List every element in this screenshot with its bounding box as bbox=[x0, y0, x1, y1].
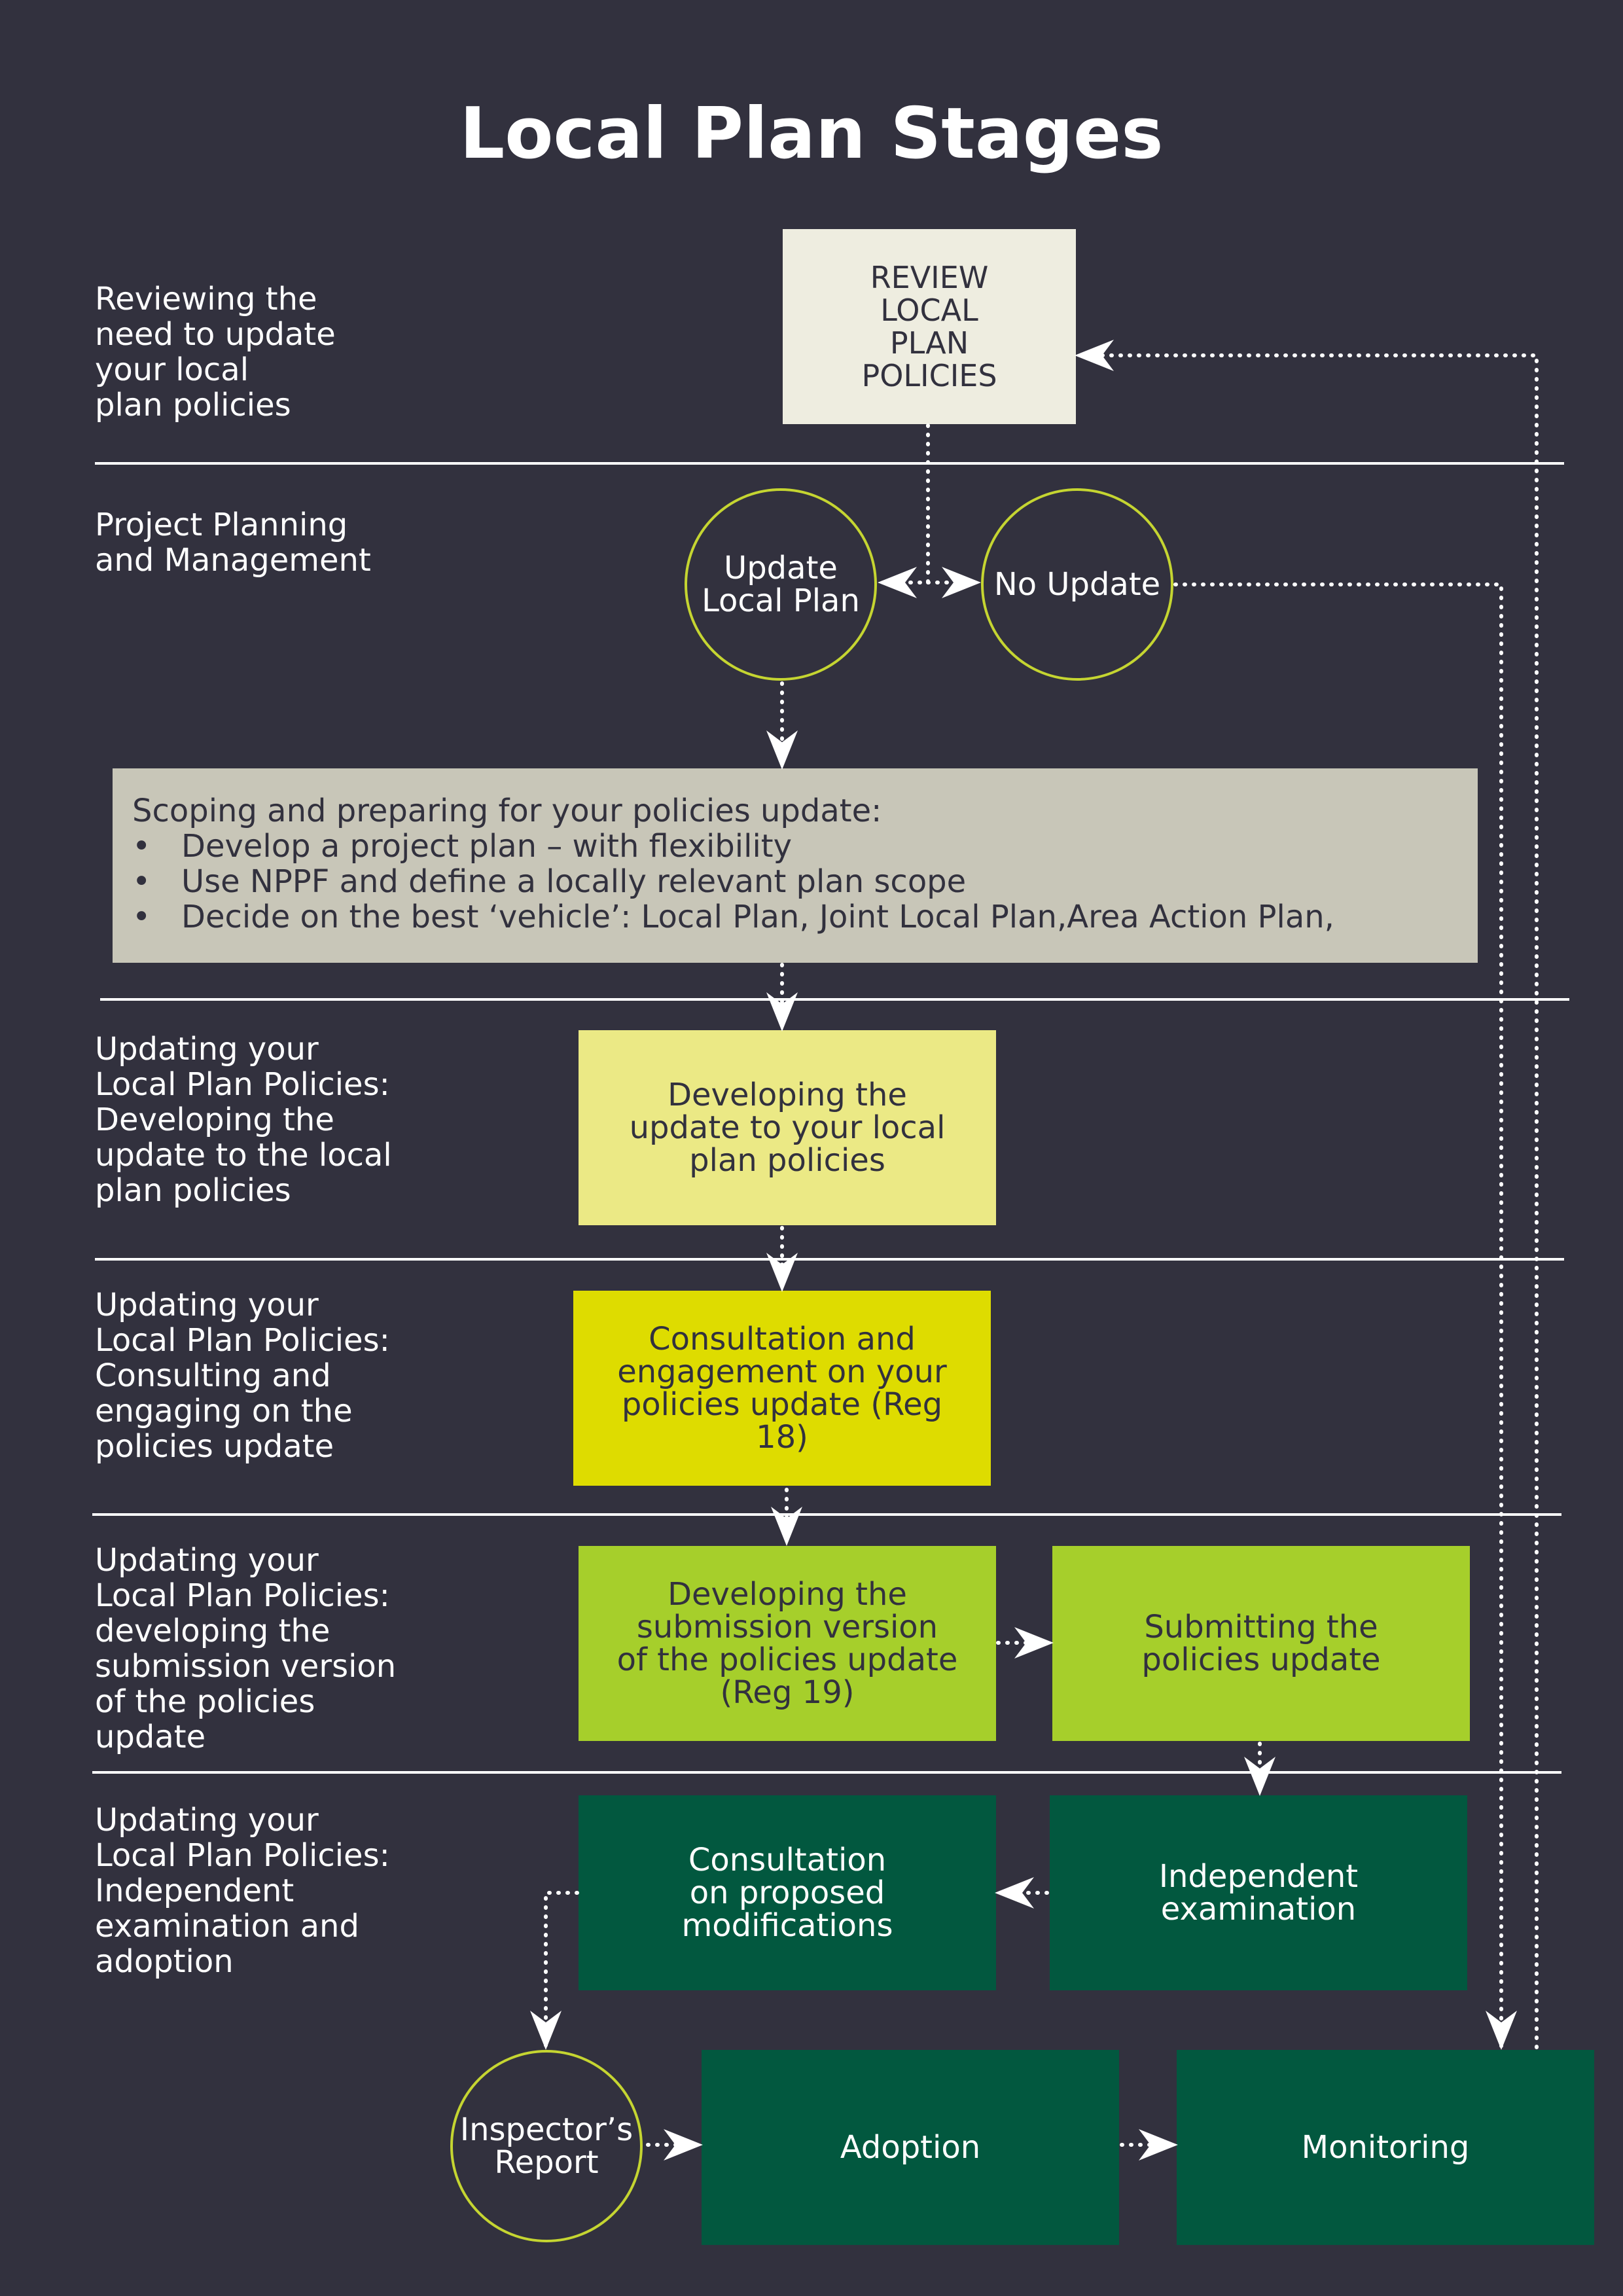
arrow-modifications-to-inspectors-report bbox=[530, 1891, 579, 2050]
lane-label-developing-update: Updating your Local Plan Policies: Devel… bbox=[95, 1031, 392, 1209]
lane-divider bbox=[95, 1258, 1564, 1261]
lane-label-project-planning: Project Planning and Management bbox=[95, 507, 371, 579]
developing-update-box: Developing the update to your local plan… bbox=[579, 1030, 996, 1225]
scoping-bullet-list: Develop a project plan – with flexibilit… bbox=[132, 829, 1458, 935]
scoping-bullet: Develop a project plan – with flexibilit… bbox=[132, 829, 1458, 864]
arrow-monitoring-to-review bbox=[1075, 340, 1539, 2049]
inspectors-report-circle: Inspector’s Report bbox=[450, 2050, 643, 2242]
lane-divider bbox=[92, 1771, 1561, 1774]
arrow-no-update-to-monitoring bbox=[1173, 583, 1517, 2050]
lane-divider bbox=[92, 1513, 1561, 1516]
lane-label-consulting: Updating your Local Plan Policies: Consu… bbox=[95, 1287, 390, 1465]
consultation-reg18-box: Consultation and engagement on your poli… bbox=[573, 1291, 991, 1486]
submitting-box: Submitting the policies update bbox=[1052, 1546, 1470, 1741]
arrow-review-to-update bbox=[878, 423, 930, 598]
submission-version-box: Developing the submission version of the… bbox=[579, 1546, 996, 1741]
lane-label-submission: Updating your Local Plan Policies: devel… bbox=[95, 1542, 397, 1755]
page-title: Local Plan Stages bbox=[459, 93, 1164, 175]
scoping-bullet: Decide on the best ‘vehicle’: Local Plan… bbox=[132, 899, 1458, 935]
update-local-plan-circle: Update Local Plan bbox=[685, 488, 877, 681]
lane-divider bbox=[100, 998, 1569, 1001]
no-update-circle: No Update bbox=[981, 488, 1173, 681]
consultation-modifications-box: Consultation on proposed modifications bbox=[579, 1795, 996, 1990]
scoping-heading: Scoping and preparing for your policies … bbox=[132, 793, 882, 829]
lane-label-examination: Updating your Local Plan Policies: Indep… bbox=[95, 1802, 390, 1980]
lane-divider bbox=[95, 462, 1564, 465]
review-local-plan-policies-box: REVIEW LOCAL PLAN POLICIES bbox=[783, 229, 1076, 424]
adoption-box: Adoption bbox=[702, 2050, 1119, 2245]
independent-examination-box: Independent examination bbox=[1050, 1795, 1467, 1990]
lane-label-review: Reviewing the need to update your local … bbox=[95, 281, 336, 423]
scoping-bullet: Use NPPF and define a locally relevant p… bbox=[132, 864, 1458, 899]
monitoring-box: Monitoring bbox=[1177, 2050, 1594, 2245]
scoping-box: Scoping and preparing for your policies … bbox=[113, 768, 1478, 963]
